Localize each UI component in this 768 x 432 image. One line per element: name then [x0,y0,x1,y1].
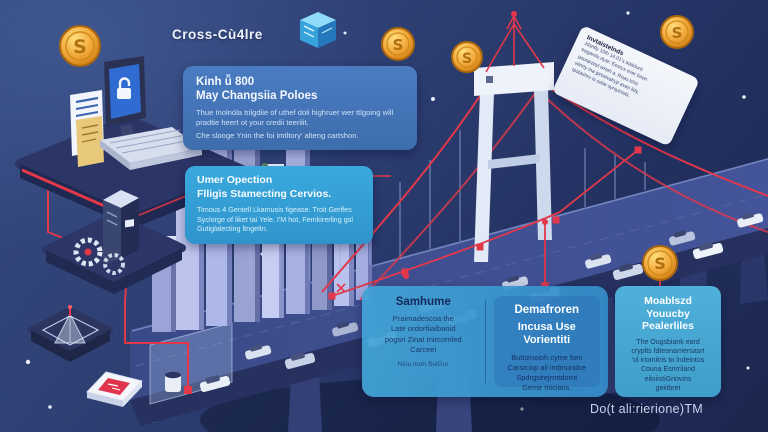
beacon-platform [28,305,113,362]
bottom-column-2: Demafroren Incusa Use Vorientiti Buttsmo… [486,286,609,397]
column-line: pogsri Zinat Inircomled [384,334,462,344]
column-heading: Moablszd Youucby Pealerliles [642,295,694,333]
coin-icon: S [59,25,101,67]
callout-top-left: Kinh ǚ 800 May Changsiia Poloes Thue Ino… [183,66,417,150]
column-line: geiitbret [655,384,681,392]
suspension-tower [474,11,554,262]
callout-heading: Flligìs Stamecting Cervios. [197,187,332,200]
monitor-lock-icon [104,56,146,138]
svg-text:S: S [672,24,683,42]
column-line: 'ol iriomitris to lndeintus [631,357,705,365]
column-line: Couna Esrirriland [640,366,696,374]
svg-text:S: S [393,36,404,54]
column-line: Carsiciop ail indmundce [507,363,586,373]
column-footnote: Nisu looh SviGur [397,361,449,368]
server-tower-icon [103,190,139,266]
column-heading: Samhume [395,296,451,308]
watermark-text: Do(t ali:rierione)TM [590,402,703,416]
callout-body: Che slooge Ynin the foi imtltory' alteng… [196,131,359,141]
page-title: Cross-Cù4lre [172,27,263,42]
yellow-document-icon [76,116,104,167]
callout-heading: Umer Opection [197,174,273,186]
callout-body: Thue Inolnóla trilgdiie of uthef doli hi… [196,107,394,127]
laptop-keyboard-icon [100,127,202,170]
column-line: cryplts fdteonarriersasrt [631,348,705,356]
bottom-panel: Samhume Praimadescoa the Late ordorfiial… [362,286,608,397]
antenna-icon [485,11,545,73]
coin-icon: S [642,245,678,288]
column-line: Carceei [410,344,437,354]
callout-heading: Kinh ǚ 800 [196,76,255,88]
column-line: Buttsmoioh cyme fom [511,353,583,363]
coin-icon: S [451,41,483,73]
column-line: Geme micians. [522,383,572,393]
column-heading: Demafroren [514,304,580,316]
svg-text:S: S [654,254,666,273]
callout-heading: May Changsiia Poloes [196,90,318,103]
callout-mid-left: Umer Opection Flligìs Stamecting Cervios… [185,166,373,244]
package-cube-icon [300,12,336,48]
column-line: The Ougsbiank eard [636,338,700,346]
column-line: eiloiistiGriovins [644,375,692,383]
beacon-cone-icon [54,305,86,344]
column-divider [484,300,486,383]
shipping-card-icon [86,371,143,407]
gear-icon [73,237,125,275]
coin-icon: S [660,15,694,49]
bottom-column-1: Samhume Praimadescoa the Late ordorfiial… [362,286,485,397]
column-subheading: Incusa Use Vorientiti [517,321,576,347]
server-platform [42,190,186,294]
bottom-column-3: Moablszd Youucby Pealerliles The Ougsbia… [615,286,721,397]
canister-icon [165,371,181,392]
svg-text:S: S [462,51,472,67]
column-line: Late ordorfiialbanid [390,324,456,334]
column-line: Spdrgsëejrmtdornt [516,373,578,383]
coin-icon: S [381,27,415,61]
column-line: Praimadescoa the [392,314,454,323]
svg-text:S: S [73,36,87,58]
star-dots [25,11,750,423]
coin-icons: S S S S S [59,15,694,288]
callout-body: Timous 4 Gentell Lkamusis figease. Troit… [197,205,353,233]
